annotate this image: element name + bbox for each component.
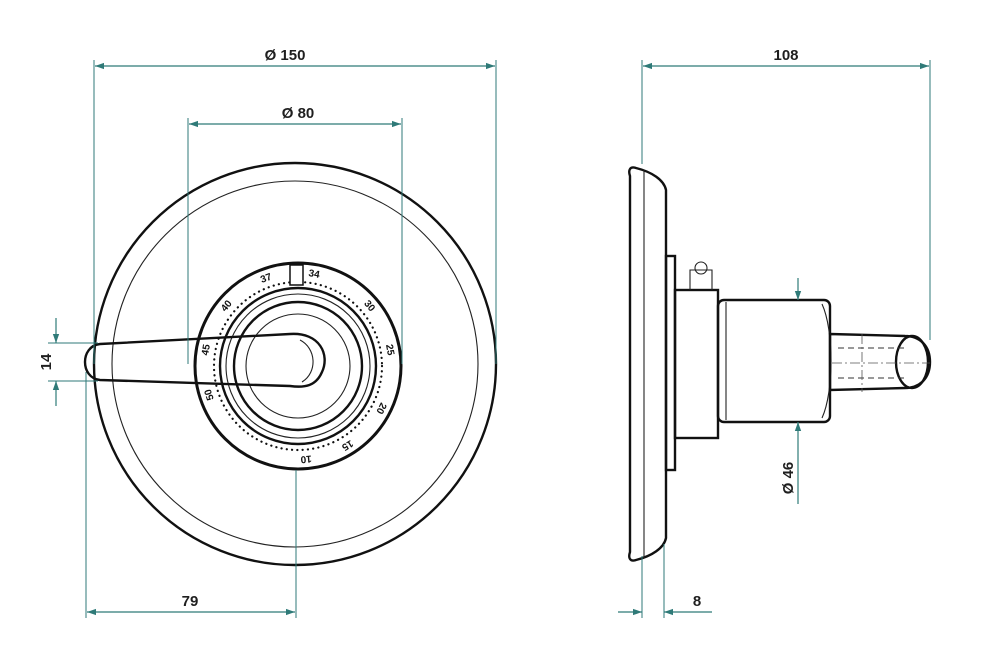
cartridge-housing — [673, 288, 720, 440]
spindle — [828, 332, 932, 392]
side-view: 108 Ø 46 8 — [618, 47, 932, 618]
dim-text-14: 14 — [38, 353, 55, 370]
lever-handle — [83, 332, 326, 388]
temperature-stop-marker — [289, 264, 304, 286]
dial-scale-labels: 10 15 20 25 30 34 37 40 45 50 — [200, 268, 396, 464]
escutcheon-outer-rim — [92, 161, 498, 567]
scale-label-15: 15 — [339, 437, 355, 452]
scale-label-37: 37 — [259, 272, 274, 286]
knob-ring — [232, 300, 364, 432]
scale-label-20: 20 — [373, 401, 388, 416]
dial-inner-ring-1 — [218, 286, 378, 446]
front-view: 10 15 20 25 30 34 37 40 45 50 Ø 150 Ø 80 14 79 — [38, 47, 498, 618]
lever-highlight — [299, 339, 314, 383]
escutcheon-profile — [628, 166, 668, 562]
knob-center — [245, 313, 351, 419]
scale-label-50: 50 — [203, 387, 217, 401]
escutcheon-inner-rim — [111, 180, 479, 548]
stop-screw-head — [694, 261, 708, 275]
scale-label-30: 30 — [361, 298, 377, 314]
scale-label-45: 45 — [200, 343, 213, 356]
mounting-flange — [664, 254, 677, 472]
dim-text-80: Ø 80 — [282, 105, 315, 122]
dial-dotted-scale — [212, 280, 384, 452]
dial-outer-ring — [193, 261, 403, 471]
dim-text-8: 8 — [693, 593, 701, 610]
spindle-end — [894, 334, 930, 390]
scale-label-40: 40 — [219, 298, 235, 314]
dial-inner-ring-2 — [225, 293, 371, 439]
dim-text-150: Ø 150 — [265, 47, 306, 64]
scale-label-25: 25 — [383, 343, 396, 356]
dim-text-46: Ø 46 — [780, 462, 797, 495]
stop-screw — [689, 269, 713, 290]
scale-label-34: 34 — [308, 268, 321, 281]
dim-text-108: 108 — [773, 47, 798, 64]
dim-text-79: 79 — [182, 593, 199, 610]
cartridge-cylinder — [716, 298, 832, 424]
scale-label-10: 10 — [300, 452, 312, 464]
